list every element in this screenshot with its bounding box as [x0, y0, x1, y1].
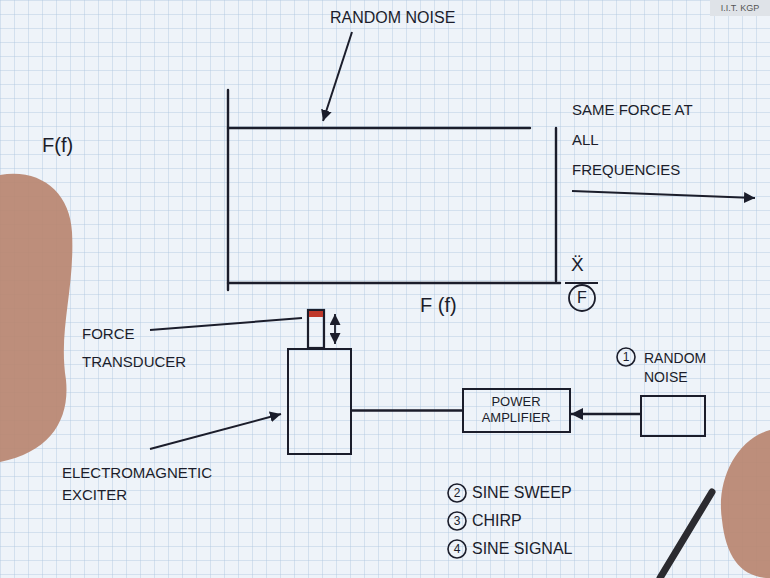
signal-type: CHIRP — [472, 511, 522, 531]
x-axis — [228, 282, 560, 284]
curve-label: RANDOM NOISE — [330, 8, 455, 28]
amplifier-label: POWER AMPLIFIER — [470, 394, 562, 426]
callout-circle — [448, 484, 466, 502]
plot-frame — [228, 90, 560, 290]
axis-label: F (f) — [420, 293, 457, 317]
circle-mark — [569, 285, 595, 311]
y-axis — [227, 90, 229, 290]
callout-circle — [617, 348, 635, 366]
signal-wire — [571, 413, 640, 415]
flat-spectrum-line — [228, 127, 530, 129]
callout-circles — [448, 348, 635, 558]
axis-label: F(f) — [42, 133, 73, 157]
signal-wire — [352, 409, 462, 411]
logo-text: I.I.T. KGP — [710, 2, 770, 14]
pen — [660, 492, 712, 578]
callout-circle — [448, 540, 466, 558]
math-symbol: F — [575, 289, 589, 307]
callout-circle — [448, 512, 466, 530]
signal-type: SINE SIGNAL — [472, 539, 572, 559]
plot-right-edge — [555, 128, 557, 281]
pointer-arrow — [323, 32, 352, 121]
callout-number: 3 — [448, 512, 466, 530]
transducer-tip — [309, 311, 323, 317]
exciter-label: ELECTROMAGNETIC EXCITER — [62, 462, 232, 506]
callout-number: 1 — [617, 348, 635, 366]
logo-plate — [710, 0, 770, 16]
leader-arrow — [150, 414, 281, 449]
motion-arrow — [334, 314, 336, 344]
note-text: SAME FORCE AT ALL FREQUENCIES — [572, 95, 702, 185]
signal-type: SINE SWEEP — [472, 483, 572, 503]
leader-line — [150, 318, 302, 330]
math-symbol: Ẍ — [571, 253, 584, 277]
fraction-bar — [565, 282, 598, 284]
amplifier-box: POWER AMPLIFIER — [462, 388, 571, 433]
part-label: FORCE TRANSDUCER — [82, 320, 202, 376]
callout-number: 4 — [448, 540, 466, 558]
callout-number: 2 — [448, 484, 466, 502]
hand — [0, 174, 72, 462]
signal-source-label: RANDOM NOISE — [644, 349, 724, 387]
signal-source-box: RANDOM NOISE — [640, 395, 706, 437]
transducer-symbol — [308, 310, 324, 348]
hand — [721, 430, 770, 578]
underline-arrow — [572, 191, 755, 198]
exciter-box: ELECTROMAGNETIC EXCITER — [287, 348, 352, 455]
